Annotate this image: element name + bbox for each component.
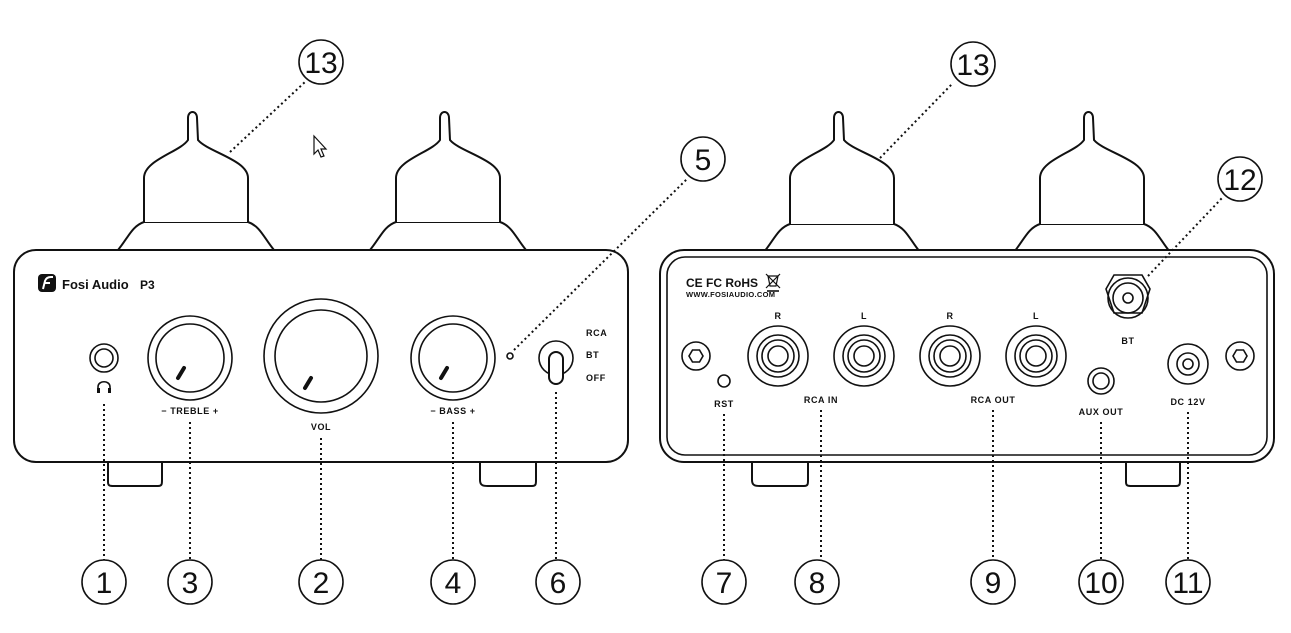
bass-label: − BASS + xyxy=(430,406,475,416)
svg-text:4: 4 xyxy=(445,567,462,600)
bt-label: BT xyxy=(1121,336,1134,346)
model-name: P3 xyxy=(140,278,155,292)
svg-text:2: 2 xyxy=(313,567,330,600)
input-switch[interactable] xyxy=(538,340,574,385)
svg-text:8: 8 xyxy=(809,567,826,600)
dc-label: DC 12V xyxy=(1170,397,1205,407)
rca-out-right-label: R xyxy=(946,311,953,321)
switch-position-off: OFF xyxy=(586,373,606,383)
callout-8: 8 xyxy=(794,559,840,605)
treble-knob[interactable] xyxy=(147,315,233,401)
rca-in-right-label: R xyxy=(774,311,781,321)
headphone-jack[interactable] xyxy=(89,343,119,373)
rear-unit: CE FC RoHS WWW.FOSIAUDIO.COM RST R xyxy=(659,111,1275,487)
front-foot-left xyxy=(107,461,163,487)
svg-text:12: 12 xyxy=(1223,164,1256,197)
callout-13-front: 13 xyxy=(298,39,344,85)
front-unit: Fosi Audio P3 − TREBLE + VOL xyxy=(13,111,629,487)
treble-label: − TREBLE + xyxy=(161,406,219,416)
leader-lines xyxy=(103,81,1223,560)
callout-6: 6 xyxy=(535,559,581,605)
rca-out-left-jack[interactable] xyxy=(1005,325,1067,387)
callout-10: 10 xyxy=(1078,559,1124,605)
svg-text:13: 13 xyxy=(956,49,989,82)
callout-1: 1 xyxy=(81,559,127,605)
aux-out-jack[interactable] xyxy=(1087,367,1115,395)
callout-12: 12 xyxy=(1217,156,1263,202)
website-url: WWW.FOSIAUDIO.COM xyxy=(686,290,775,299)
callouts: 1 3 2 4 6 5 13 7 8 9 10 11 13 12 xyxy=(81,39,1263,605)
screw-right xyxy=(1225,341,1255,371)
rca-out-label: RCA OUT xyxy=(971,395,1016,405)
rear-tube-left xyxy=(761,111,923,253)
callout-3: 3 xyxy=(167,559,213,605)
svg-text:1: 1 xyxy=(96,567,113,600)
callout-9: 9 xyxy=(970,559,1016,605)
rear-panel-inner xyxy=(666,256,1268,456)
reset-button[interactable] xyxy=(717,374,731,388)
brand-name: Fosi Audio xyxy=(62,277,129,292)
bt-antenna-connector[interactable] xyxy=(1105,274,1151,319)
rca-in-right-jack[interactable] xyxy=(747,325,809,387)
volume-knob[interactable] xyxy=(263,298,379,414)
front-tube-left xyxy=(115,111,277,251)
callout-4: 4 xyxy=(430,559,476,605)
mouse-cursor-icon xyxy=(313,134,328,158)
rca-in-left-jack[interactable] xyxy=(833,325,895,387)
callout-13-rear: 13 xyxy=(950,41,996,87)
svg-text:6: 6 xyxy=(550,567,567,600)
rca-in-left-label: L xyxy=(861,311,867,321)
aux-out-label: AUX OUT xyxy=(1079,407,1124,417)
front-foot-right xyxy=(479,461,537,487)
svg-text:10: 10 xyxy=(1084,567,1117,600)
rear-foot-left xyxy=(751,461,809,487)
rear-tube-right xyxy=(1011,111,1173,253)
callout-2: 2 xyxy=(298,559,344,605)
vol-label: VOL xyxy=(311,422,331,432)
indicator-led xyxy=(506,352,514,360)
svg-text:9: 9 xyxy=(985,567,1002,600)
svg-text:7: 7 xyxy=(716,567,733,600)
callout-5: 5 xyxy=(680,136,726,182)
rst-label: RST xyxy=(714,399,734,409)
switch-position-bt: BT xyxy=(586,350,599,360)
rca-out-right-jack[interactable] xyxy=(919,325,981,387)
svg-text:5: 5 xyxy=(695,144,712,177)
headphone-icon xyxy=(97,380,111,393)
dc-power-jack[interactable] xyxy=(1167,343,1209,385)
svg-text:11: 11 xyxy=(1172,567,1203,600)
callout-7: 7 xyxy=(701,559,747,605)
rca-out-left-label: L xyxy=(1033,311,1039,321)
svg-text:13: 13 xyxy=(304,47,337,80)
rear-panel xyxy=(659,249,1275,463)
switch-position-rca: RCA xyxy=(586,328,607,338)
rca-in-label: RCA IN xyxy=(804,395,838,405)
fosi-logo-icon xyxy=(38,274,56,292)
rear-foot-right xyxy=(1125,461,1181,487)
callout-11: 11 xyxy=(1165,559,1211,605)
front-tube-right xyxy=(367,111,529,251)
certification-marks: CE FC RoHS xyxy=(686,276,758,290)
svg-text:3: 3 xyxy=(182,567,199,600)
weee-bin-icon xyxy=(765,273,781,292)
screw-left xyxy=(681,341,711,371)
bass-knob[interactable] xyxy=(410,315,496,401)
front-panel xyxy=(13,249,629,463)
